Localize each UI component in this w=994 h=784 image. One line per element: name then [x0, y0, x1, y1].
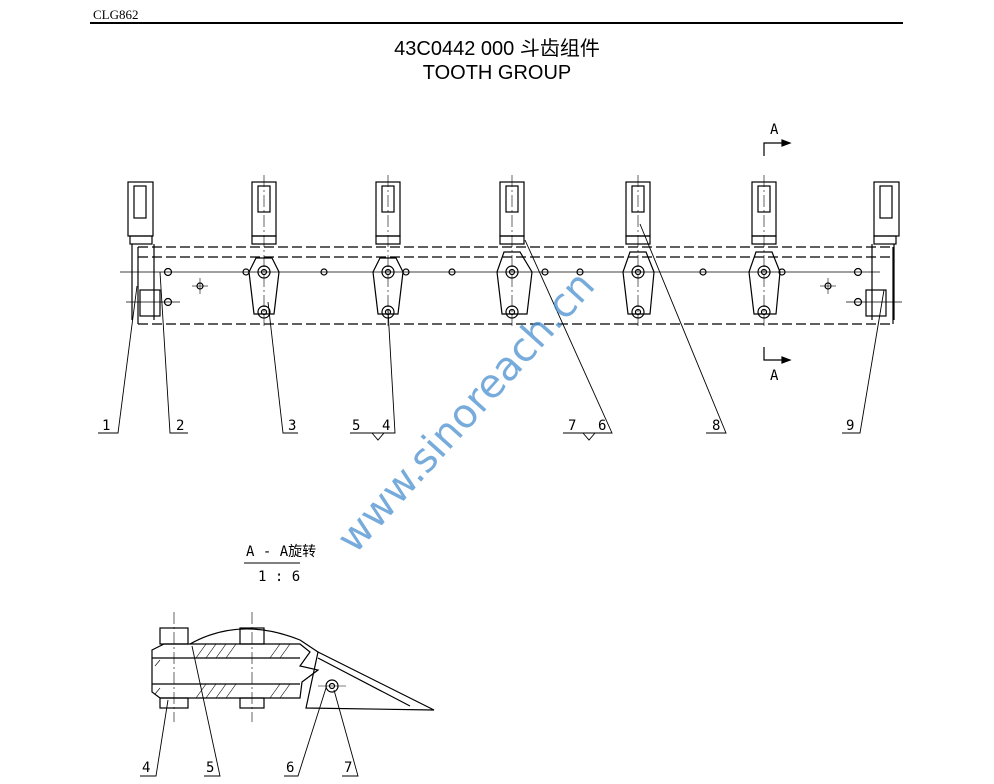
section-scale: 1 : 6 — [258, 569, 300, 585]
callout-section-4: 4 — [142, 760, 150, 776]
callout-section-6: 6 — [286, 760, 294, 776]
callouts-section: 4 5 6 7 — [142, 760, 352, 776]
tooth-left-corner — [126, 181, 180, 320]
drawing-subtitle: TOOTH GROUP — [422, 62, 572, 84]
section-marker-bottom: A — [770, 368, 779, 384]
callout-6: 6 — [598, 418, 606, 434]
callout-1: 1 — [102, 418, 110, 434]
callout-7: 7 — [568, 418, 576, 434]
section-view — [140, 562, 435, 777]
section-marker-top: A — [770, 122, 779, 138]
section-markers: A A A - A旋转 1 : 6 — [246, 122, 779, 585]
tooth-middle-2 — [320, 175, 410, 326]
section-view-label: A - A旋转 — [246, 544, 316, 560]
tooth-middle-5 — [748, 175, 836, 326]
callout-3: 3 — [288, 418, 296, 434]
callout-9: 9 — [846, 418, 854, 434]
callout-8: 8 — [712, 418, 720, 434]
callout-2: 2 — [176, 418, 184, 434]
model-code: CLG862 — [93, 7, 139, 22]
callout-5: 5 — [352, 418, 360, 434]
leader-lines-main — [98, 223, 885, 441]
watermark-text: www.sinoreach.cn — [328, 263, 604, 562]
tooth-middle-4 — [576, 175, 707, 326]
drawing-title: 43C0442 000 斗齿组件 — [394, 38, 600, 60]
callouts-main: 1 2 3 5 4 7 6 8 9 — [102, 418, 854, 434]
callout-section-5: 5 — [206, 760, 214, 776]
section-marker-lines — [763, 139, 792, 364]
header-rule — [90, 22, 903, 24]
tooth-middle-1 — [192, 175, 280, 326]
callout-section-7: 7 — [344, 760, 352, 776]
callout-4: 4 — [382, 418, 390, 434]
tooth-right-corner — [846, 181, 902, 320]
tooth-middle-3 — [448, 175, 549, 326]
cutting-edge-outline — [120, 246, 894, 325]
